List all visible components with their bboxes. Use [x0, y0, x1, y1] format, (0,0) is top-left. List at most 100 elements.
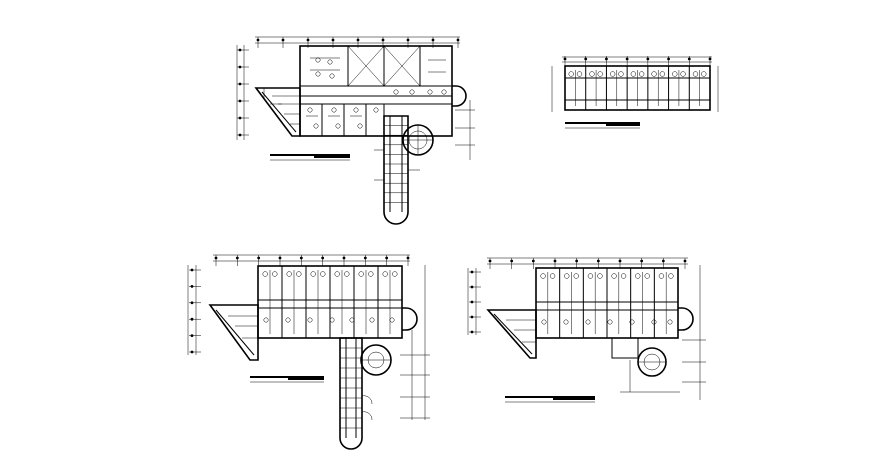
plan4-dimension-lines	[467, 257, 706, 400]
fixture-symbol	[597, 273, 603, 279]
fixture-symbol	[389, 317, 395, 323]
fixture-symbol	[651, 71, 657, 77]
plan3-round-end	[402, 307, 418, 331]
fixture-symbol	[357, 123, 363, 129]
fixture-symbol	[441, 89, 447, 95]
plan1-main-block	[299, 45, 453, 137]
fixture-symbol	[611, 273, 617, 279]
plan4-fixtures	[541, 319, 673, 325]
fixture-symbol	[701, 71, 707, 77]
fixture-symbol	[262, 271, 268, 277]
fixture-symbol	[589, 71, 595, 77]
fixture-symbol	[296, 271, 302, 277]
fixture-symbol	[335, 123, 341, 129]
fixture-symbol	[320, 271, 326, 277]
plan2-title-bar	[565, 122, 640, 129]
fixture-symbol	[564, 273, 570, 279]
fixture-symbol	[382, 271, 388, 277]
fixture-symbol	[329, 317, 335, 323]
plan4-entry-block	[611, 337, 639, 359]
fixture-symbol	[638, 71, 645, 77]
fixture-symbol	[658, 273, 665, 279]
plan3-diagonal-wing	[208, 304, 259, 361]
fixture-symbol	[327, 59, 333, 65]
fixture-symbol	[315, 57, 321, 63]
plan1-dimension-lines	[236, 36, 475, 160]
fixture-symbol	[310, 271, 316, 277]
fixture-symbol	[573, 273, 579, 279]
fixture-symbol	[668, 273, 674, 279]
fixture-symbol	[667, 319, 673, 325]
floor-plan-bottom-left	[187, 254, 430, 450]
fixture-symbol	[272, 271, 278, 277]
fixture-symbol	[368, 271, 374, 277]
fixture-symbol	[307, 107, 313, 113]
fixture-symbol	[630, 71, 637, 77]
strip-plan-top-right	[551, 56, 719, 129]
fixture-symbol	[392, 271, 398, 277]
fixture-symbol	[651, 319, 657, 325]
plan3-title-bar	[250, 376, 324, 383]
fixture-symbol	[263, 317, 269, 323]
fixture-symbol	[597, 71, 603, 77]
fixture-symbol	[609, 71, 616, 77]
plan1-lower-rooms	[299, 95, 452, 137]
plan3-vertical-wing	[339, 337, 373, 450]
fixture-symbol	[344, 271, 350, 277]
fixture-symbol	[331, 107, 337, 113]
fixture-symbol	[334, 271, 340, 277]
fixture-symbol	[644, 273, 650, 279]
fixture-symbol	[427, 89, 433, 95]
fixture-symbol	[587, 273, 594, 279]
plan1-vertical-wing	[374, 115, 420, 225]
fixture-symbol	[549, 273, 556, 279]
plan1-round-end	[452, 85, 467, 107]
fixture-symbol	[618, 71, 624, 77]
fixture-symbol	[576, 71, 583, 77]
plan2-bays	[568, 66, 707, 110]
floor-plan-bottom-right	[467, 257, 706, 403]
plan4-round-end	[678, 307, 694, 331]
plan4-diagonal-wing	[486, 309, 537, 359]
plan4-bays	[540, 268, 674, 338]
fixture-symbol	[540, 273, 546, 279]
plan2-dimension-lines	[551, 56, 719, 112]
fixture-symbol	[313, 123, 319, 129]
plan3-stair-tower	[360, 344, 392, 376]
fixture-symbol	[680, 71, 686, 77]
plan1-diagonal-wing	[254, 87, 301, 137]
fixture-symbol	[629, 319, 635, 325]
plan3-fixtures	[263, 317, 395, 323]
plan4-stair-tower	[637, 347, 667, 377]
fixture-symbol	[563, 319, 569, 325]
fixture-symbol	[568, 71, 574, 77]
fixture-symbol	[620, 273, 627, 279]
plan1-title-bar	[270, 154, 350, 161]
plan3-bays	[262, 266, 398, 338]
fixture-symbol	[285, 317, 291, 323]
fixture-symbol	[353, 107, 359, 113]
plan4-title-bar	[505, 396, 595, 403]
plan1-upper-rooms	[299, 45, 453, 87]
floor-plan-top-left	[236, 36, 475, 225]
fixture-symbol	[692, 71, 699, 77]
fixture-symbol	[635, 273, 641, 279]
fixture-symbol	[286, 271, 292, 277]
fixture-symbol	[329, 73, 335, 79]
plan3-dimension-lines	[187, 254, 430, 420]
plan1-fixtures	[307, 57, 447, 129]
fixture-symbol	[373, 107, 379, 113]
fixture-symbol	[409, 89, 415, 95]
fixture-symbol	[349, 317, 355, 323]
fixture-symbol	[307, 317, 313, 323]
fixture-symbol	[585, 319, 591, 325]
fixture-symbol	[358, 271, 364, 277]
fixture-symbol	[369, 317, 375, 323]
fixture-symbol	[393, 89, 399, 95]
fixture-symbol	[541, 319, 547, 325]
plan2-outline	[564, 65, 711, 111]
fixture-symbol	[315, 71, 321, 77]
fixture-symbol	[659, 71, 666, 77]
